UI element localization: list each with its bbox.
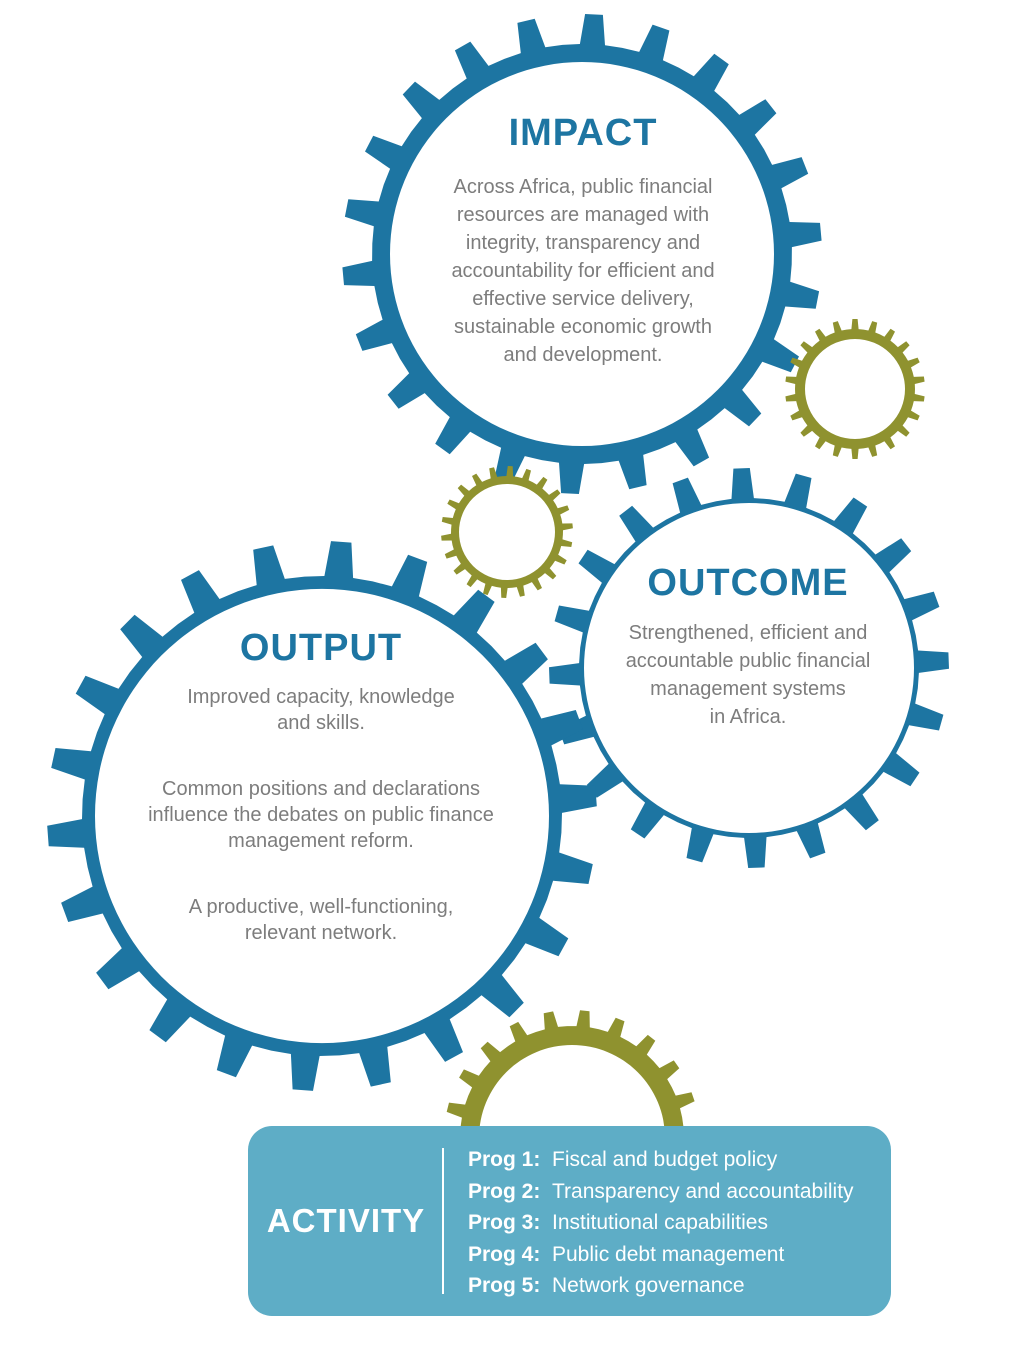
program-name: Institutional capabilities <box>552 1211 768 1234</box>
impact-line: sustainable economic growth <box>454 316 712 338</box>
impact-line: integrity, transparency and <box>465 232 701 254</box>
outcome-line: accountable public financial <box>625 650 871 672</box>
impact-line: and development. <box>503 344 663 366</box>
output-line: influence the debates on public finance <box>148 804 494 826</box>
activity-divider <box>442 1148 444 1294</box>
output-line: Improved capacity, knowledge <box>187 686 455 708</box>
program-item: Prog 2: Transparency and accountability <box>468 1176 854 1208</box>
program-label: Prog 1: <box>468 1148 541 1171</box>
program-name: Public debt management <box>552 1242 785 1266</box>
program-name: Fiscal and budget policy <box>552 1148 778 1171</box>
activity-title: ACTIVITY <box>266 1202 426 1239</box>
program-item: Prog 4: Public debt management <box>468 1239 854 1271</box>
impact-section: IMPACT Across Africa, public financial r… <box>425 112 741 369</box>
outcome-title: OUTCOME <box>647 562 849 604</box>
activity-panel: ACTIVITY Prog 1: Fiscal and budget policy… <box>248 1126 891 1316</box>
outcome-description: Strengthened, efficient and accountable … <box>598 619 898 731</box>
program-name: Transparency and accountability <box>552 1179 854 1203</box>
program-label: Prog 5: <box>468 1274 541 1297</box>
impact-line: resources are managed with <box>456 204 710 226</box>
program-name: Network governance <box>552 1274 745 1297</box>
output-item: Improved capacity, knowledge and skills. <box>120 684 522 736</box>
output-item: Common positions and declarations influe… <box>120 776 522 854</box>
outcome-line: management systems <box>650 678 846 700</box>
program-item: Prog 5: Network governance <box>468 1270 854 1302</box>
output-line: Common positions and declarations <box>162 778 480 800</box>
impact-line: effective service delivery, <box>472 288 694 310</box>
program-list: Prog 1: Fiscal and budget policy Prog 2: T… <box>468 1144 854 1302</box>
program-item: Prog 1: Fiscal and budget policy <box>468 1144 854 1176</box>
output-description: Improved capacity, knowledge and skills.… <box>120 684 522 946</box>
impact-title: IMPACT <box>508 112 658 154</box>
output-line: A productive, well-functioning, <box>188 896 454 918</box>
program-item: Prog 3: Institutional capabilities <box>468 1207 854 1239</box>
output-title: OUTPUT <box>239 627 403 669</box>
program-label: Prog 3: <box>468 1211 541 1234</box>
outcome-section: OUTCOME Strengthened, efficient and acco… <box>598 562 898 731</box>
program-label: Prog 2: <box>468 1179 541 1203</box>
impact-line: accountability for efficient and <box>451 260 715 282</box>
output-line: management reform. <box>228 830 414 852</box>
output-line: and skills. <box>277 712 365 734</box>
middle-small-gear <box>441 466 573 598</box>
impact-description: Across Africa, public financial resource… <box>425 173 741 369</box>
outcome-line: Strengthened, efficient and <box>628 622 868 644</box>
program-label: Prog 4: <box>468 1242 541 1266</box>
outcome-line: in Africa. <box>709 706 787 728</box>
right-small-gear <box>785 319 925 459</box>
output-item: A productive, well-functioning, relevant… <box>120 894 522 946</box>
output-section: OUTPUT Improved capacity, knowledge and … <box>120 627 522 946</box>
impact-line: Across Africa, public financial <box>453 176 713 198</box>
output-line: relevant network. <box>244 922 398 944</box>
